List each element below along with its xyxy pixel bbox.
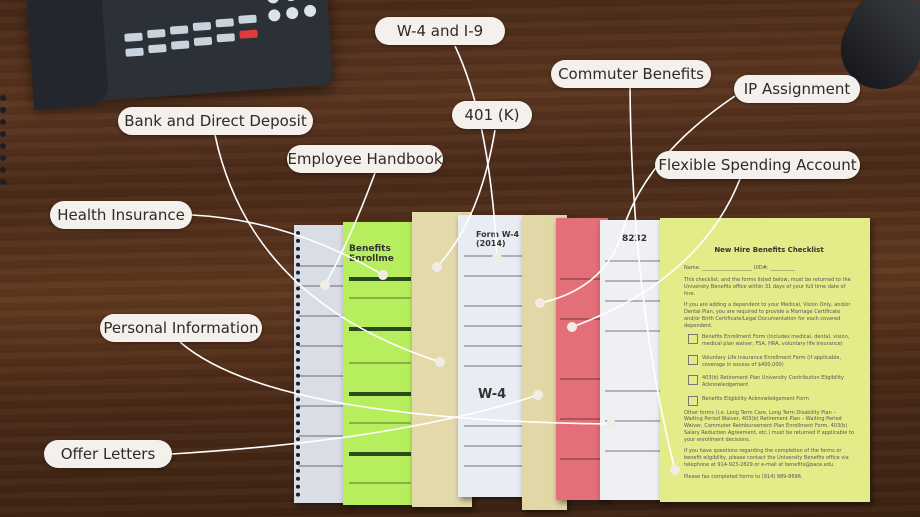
uid-field: UID#:: [753, 265, 769, 272]
name-field: Name:: [684, 265, 701, 272]
label-bank-direct-deposit: Bank and Direct Deposit: [118, 107, 313, 135]
other-forms-note: Other forms (i.e. Long Term Care, Long T…: [684, 409, 854, 443]
phone-cord: [0, 95, 30, 185]
label-flexible-spending: Flexible Spending Account: [655, 151, 860, 179]
checklist-item: Benefits Eligibility Acknowledgement For…: [688, 395, 854, 406]
line-bank: [214, 134, 441, 363]
label-offer-letters: Offer Letters: [44, 440, 172, 468]
line-401k: [436, 129, 496, 268]
w4-big-label: W-4: [478, 387, 507, 402]
dot-w4: [492, 253, 502, 263]
benefits-enrollment-title: Benefits Enrollme: [349, 244, 394, 264]
label-401k: 401 (K): [452, 101, 532, 129]
pink-form: [556, 218, 608, 500]
line-w4: [454, 45, 498, 259]
line-commuter: [629, 87, 676, 471]
dot-health: [378, 270, 388, 280]
dot-ip: [535, 298, 545, 308]
checklist-item: Benefits Enrollment Form (includes medic…: [688, 334, 854, 348]
w4-title: Form W-4 (2014): [476, 230, 520, 248]
checklist-intro: This checklist, and the forms listed bel…: [684, 277, 851, 297]
line-fsa: [571, 178, 741, 328]
line-handbook: [324, 172, 376, 286]
checklist-content: New Hire Benefits Checklist Name: ______…: [684, 246, 854, 480]
form-8232: 8232: [600, 220, 668, 500]
benefits-enrollment-form: Benefits Enrollme: [343, 222, 417, 505]
form-number: 8232: [622, 234, 648, 244]
dot-offer: [533, 390, 543, 400]
line-personal: [179, 341, 612, 425]
dependent-note: If you are adding a dependent to your Me…: [684, 302, 851, 329]
dot-commuter: [670, 465, 680, 475]
line-offer: [171, 394, 539, 455]
fax-note: Please fax completed forms to (914) 989-…: [684, 473, 803, 480]
dot-bank: [435, 357, 445, 367]
label-personal-information: Personal Information: [100, 314, 262, 342]
line-ip: [539, 95, 736, 304]
checklist-item: 403(b) Retirement Plan University Contri…: [688, 375, 854, 389]
line-health: [191, 214, 384, 276]
dot-personal: [606, 419, 616, 429]
w4-form: Form W-4 (2014) W-4: [458, 215, 530, 497]
checklist-title: New Hire Benefits Checklist: [714, 246, 824, 254]
label-ip-assignment: IP Assignment: [734, 75, 860, 103]
dot-handbook: [320, 280, 330, 290]
dot-fsa: [567, 322, 577, 332]
label-commuter-benefits: Commuter Benefits: [551, 60, 711, 88]
checklist-item: Voluntary Life Insurance Enrollment Form…: [688, 354, 854, 369]
questions-note: If you have questions regarding the comp…: [684, 448, 849, 468]
label-employee-handbook: Employee Handbook: [287, 145, 443, 173]
dot-401k: [432, 262, 442, 272]
label-health-insurance: Health Insurance: [50, 201, 192, 229]
employee-handbook-document: [294, 225, 352, 503]
spiral-binding: [296, 231, 302, 497]
new-hire-checklist: [660, 218, 870, 502]
label-w4-i9: W-4 and I-9: [375, 17, 505, 45]
